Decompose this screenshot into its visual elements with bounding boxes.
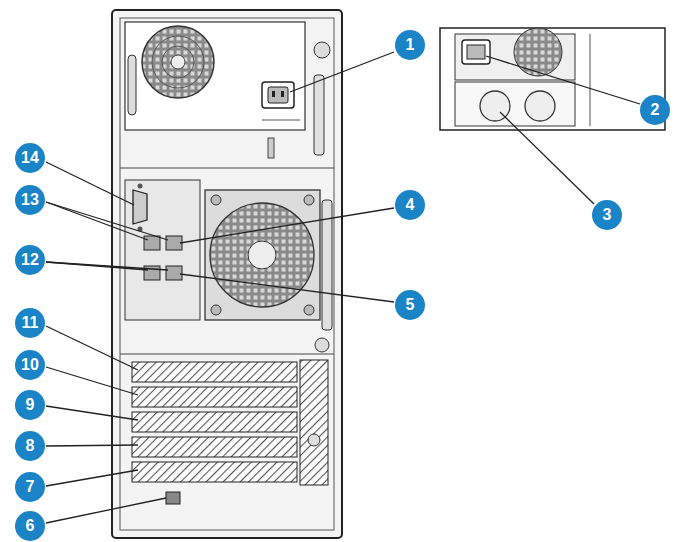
callout-number: 3 xyxy=(592,200,622,230)
callout-number: 11 xyxy=(15,308,45,338)
callout-number: 5 xyxy=(395,290,425,320)
callout-number: 7 xyxy=(15,472,45,502)
power-supply xyxy=(125,22,305,158)
expansion-slots xyxy=(132,360,328,504)
callout-number: 14 xyxy=(15,143,45,173)
thumbscrew xyxy=(315,338,329,352)
leader-lines xyxy=(46,52,640,523)
callout-number: 8 xyxy=(15,431,45,461)
io-panel xyxy=(125,180,200,320)
callout-number: 13 xyxy=(15,185,45,215)
callout-number: 10 xyxy=(15,350,45,380)
callout-number: 6 xyxy=(15,511,45,541)
chassis xyxy=(112,10,342,538)
callout-number: 4 xyxy=(395,190,425,220)
callout-number: 9 xyxy=(15,390,45,420)
callout-number: 12 xyxy=(15,245,45,275)
thumbscrew xyxy=(314,42,330,58)
inset-power-supply xyxy=(440,28,665,130)
rear-fan xyxy=(205,190,320,320)
latch xyxy=(314,75,324,155)
callout-number: 1 xyxy=(395,30,425,60)
callout-number: 2 xyxy=(640,95,670,125)
